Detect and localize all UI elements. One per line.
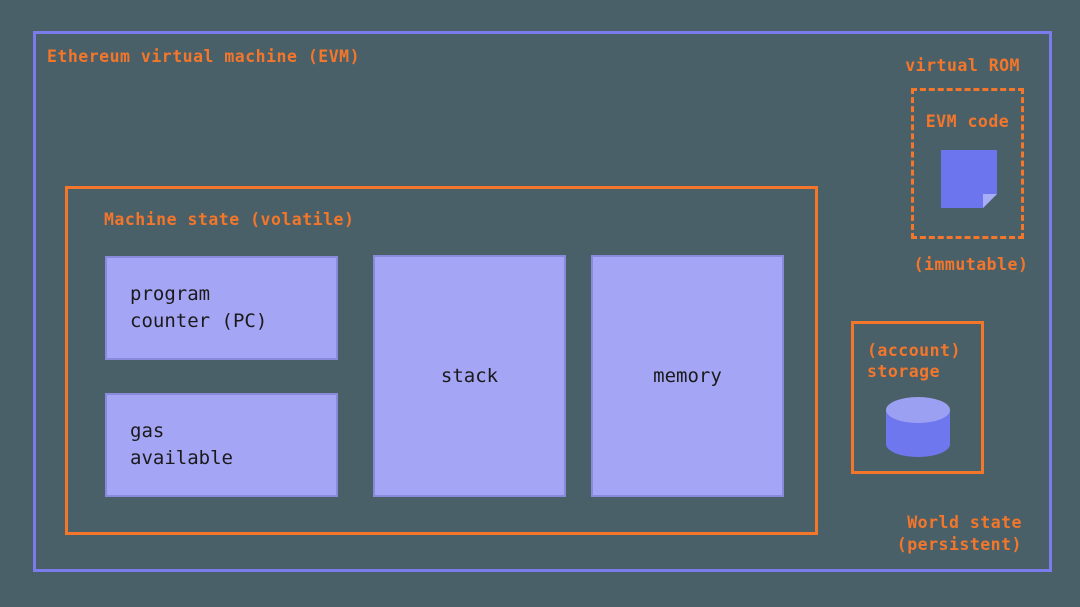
document-icon (941, 150, 997, 208)
evm-title: Ethereum virtual machine (EVM) (47, 47, 361, 66)
block-program-counter-label: program counter (PC) (130, 283, 268, 332)
database-cylinder-icon (886, 397, 950, 457)
block-gas-available: gas available (105, 393, 338, 497)
virtual-rom-box (911, 88, 1024, 239)
world-state-label: World state (persistent) (896, 513, 1022, 555)
machine-state-box (65, 186, 818, 535)
machine-state-title: Machine state (volatile) (104, 210, 355, 229)
account-storage-box (851, 321, 984, 474)
virtual-rom-label: virtual ROM (905, 56, 1020, 75)
block-stack-label: stack (440, 364, 499, 387)
block-gas-available-label: gas available (130, 420, 233, 469)
evm-code-label: EVM code (925, 112, 1010, 131)
immutable-label: (immutable) (913, 255, 1029, 274)
block-program-counter: program counter (PC) (105, 256, 338, 360)
block-stack: stack (373, 255, 566, 497)
account-storage-label: (account) storage (867, 341, 961, 382)
block-memory-label: memory (653, 364, 722, 387)
evm-frame (33, 31, 1052, 572)
block-memory: memory (591, 255, 784, 497)
